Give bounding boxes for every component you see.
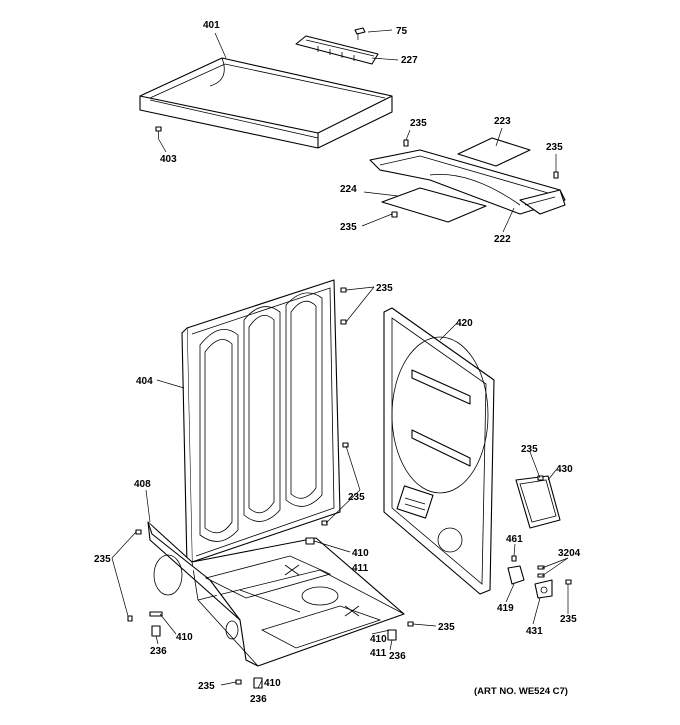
screws-235-panel	[321, 287, 349, 526]
callout-411: 411	[352, 563, 369, 574]
control-support-222	[369, 149, 566, 215]
callout-235: 235	[348, 492, 365, 503]
cabinet-side-panel-404	[181, 279, 341, 567]
callout-236: 236	[250, 694, 267, 705]
callout-235: 235	[560, 614, 577, 625]
leader-lines	[111, 29, 569, 689]
callout-410: 410	[352, 548, 369, 559]
callout-224: 224	[340, 184, 357, 195]
callout-235: 235	[521, 444, 538, 455]
callout-235: 235	[198, 681, 215, 692]
callout-3204: 3204	[558, 548, 581, 559]
callout-227: 227	[401, 55, 418, 66]
art-number: (ART NO. WE524 C7)	[474, 686, 568, 697]
callout-419: 419	[497, 603, 514, 614]
callout-222: 222	[494, 234, 511, 245]
callout-223: 223	[494, 116, 511, 127]
callout-labels: 401 75 227 403 235 223 235 224 235 222 2…	[94, 20, 581, 705]
callout-410: 410	[176, 632, 193, 643]
callout-410: 410	[264, 678, 281, 689]
callout-420: 420	[456, 318, 473, 329]
plate-223	[457, 137, 531, 167]
callout-235: 235	[410, 118, 427, 129]
callout-408: 408	[134, 479, 151, 490]
bracket-227	[295, 35, 379, 65]
callout-431: 431	[526, 626, 543, 637]
callout-403: 403	[160, 154, 177, 165]
callout-235: 235	[546, 142, 563, 153]
duct-cover-430	[515, 475, 561, 529]
screw-75	[354, 27, 366, 40]
callout-236: 236	[389, 651, 406, 662]
callout-401: 401	[203, 20, 220, 31]
callout-235: 235	[340, 222, 357, 233]
callout-410: 410	[370, 634, 387, 645]
callout-404: 404	[136, 376, 153, 387]
base-408	[147, 521, 405, 667]
callout-235: 235	[94, 554, 111, 565]
screw-403	[155, 126, 162, 138]
rear-panel-420	[383, 307, 495, 595]
callout-75: 75	[396, 26, 408, 37]
bracket-419-431	[507, 555, 572, 599]
top-panel-401	[139, 57, 393, 149]
callout-430: 430	[556, 464, 573, 475]
callout-235: 235	[438, 622, 455, 633]
callout-236: 236	[150, 646, 167, 657]
plate-224	[381, 187, 487, 223]
callout-235: 235	[376, 283, 393, 294]
callout-411: 411	[370, 648, 387, 659]
callout-461: 461	[506, 534, 523, 545]
